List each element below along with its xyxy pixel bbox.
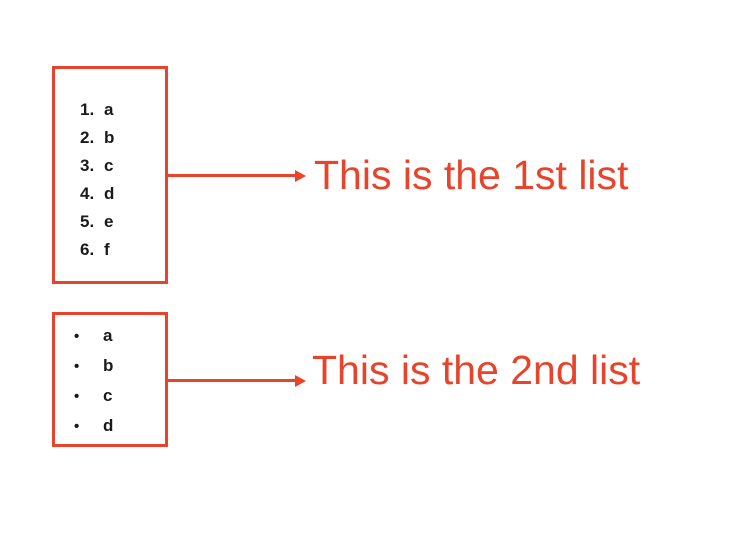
arrow-line [166, 174, 296, 177]
list-item-text: e [104, 212, 114, 231]
list-item: 1. a [80, 96, 165, 124]
list-item: 4. d [80, 180, 165, 208]
arrow-right-icon [295, 170, 306, 182]
list-item-text: b [104, 128, 115, 147]
list-item-marker: 2. [80, 128, 95, 147]
bullet-icon: • [74, 417, 80, 435]
list-item: • c [74, 381, 165, 411]
list-item-text: d [103, 416, 114, 435]
bullet-icon: • [74, 387, 80, 405]
list-item: • a [74, 321, 165, 351]
list-item-text: f [104, 240, 110, 259]
first-list-caption: This is the 1st list [314, 152, 629, 198]
list-item-text: a [103, 326, 113, 345]
arrow-line [166, 379, 296, 382]
list-item-text: a [104, 100, 114, 119]
list-item: • b [74, 351, 165, 381]
bulleted-list-box: • a • b • c • d [52, 312, 168, 447]
list-item-marker: 5. [80, 212, 95, 231]
list-item-marker: 1. [80, 100, 95, 119]
second-list-caption: This is the 2nd list [312, 347, 641, 393]
list-item-text: b [103, 356, 114, 375]
list-item-text: c [103, 386, 113, 405]
list-item-text: d [104, 184, 115, 203]
list-item-marker: 3. [80, 156, 95, 175]
list-item-marker: 4. [80, 184, 95, 203]
list-item: 3. c [80, 152, 165, 180]
list-item: 5. e [80, 208, 165, 236]
list-item: • d [74, 411, 165, 441]
numbered-list-box: 1. a 2. b 3. c 4. d 5. e 6. f [52, 66, 168, 284]
list-item-marker: 6. [80, 240, 95, 259]
list-item: 6. f [80, 236, 165, 264]
bullet-icon: • [74, 327, 80, 345]
list-item-text: c [104, 156, 114, 175]
list-item: 2. b [80, 124, 165, 152]
bullet-icon: • [74, 357, 80, 375]
arrow-right-icon [295, 375, 306, 387]
